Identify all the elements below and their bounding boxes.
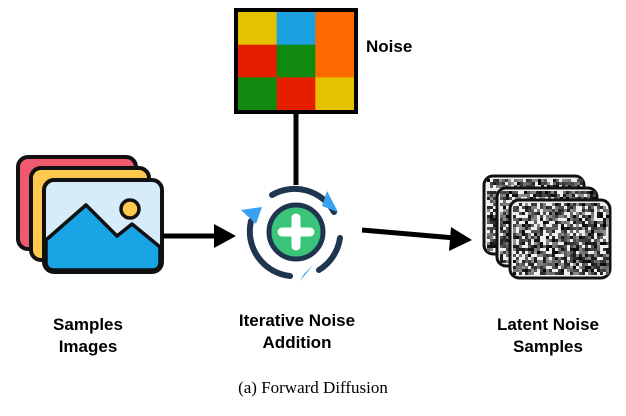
noise-cell [276, 12, 316, 46]
arrow-addition-to-latent [361, 227, 472, 251]
samples-label-line2: Images [58, 337, 118, 356]
latent-label-line2: Samples [513, 337, 583, 356]
noise-cell [315, 12, 355, 46]
noise-cell [315, 77, 355, 111]
cycle-ring-segment [246, 218, 293, 279]
samples-images-label: Samples Images [28, 314, 148, 358]
latent-label-line1: Latent Noise [496, 315, 600, 334]
noise-cell [238, 44, 278, 78]
cycle-arrow-icon [300, 264, 314, 281]
iterative-noise-addition-icon [241, 185, 343, 281]
iterative-label-line2: Addition [262, 333, 332, 352]
latent-noise-samples-label: Latent Noise Samples [478, 314, 618, 358]
figure-caption: (a) Forward Diffusion [238, 378, 388, 397]
latent-noise-card [508, 198, 612, 280]
noise-cell [276, 44, 316, 78]
noise-cell [315, 44, 355, 78]
noise-label: Noise [366, 37, 413, 56]
plus-icon [277, 213, 315, 251]
cycle-ring-segment [316, 235, 343, 273]
noise-grid [238, 12, 355, 111]
iterative-noise-addition-label: Iterative Noise Addition [216, 310, 378, 354]
sample-images-icon [16, 155, 164, 274]
samples-label-line1: Samples [53, 315, 123, 334]
mountain-icon [44, 203, 162, 272]
arrow-samples-to-addition [163, 224, 236, 248]
latent-noise-samples-icon [482, 174, 612, 280]
noise-cell [276, 77, 316, 111]
cycle-arrow-icon [322, 191, 338, 212]
cycle-arrow-icon [241, 207, 262, 224]
noise-cell [238, 12, 278, 46]
noise-cell [238, 77, 278, 111]
iterative-label-line1: Iterative Noise [238, 311, 356, 330]
sun-icon [119, 198, 141, 220]
